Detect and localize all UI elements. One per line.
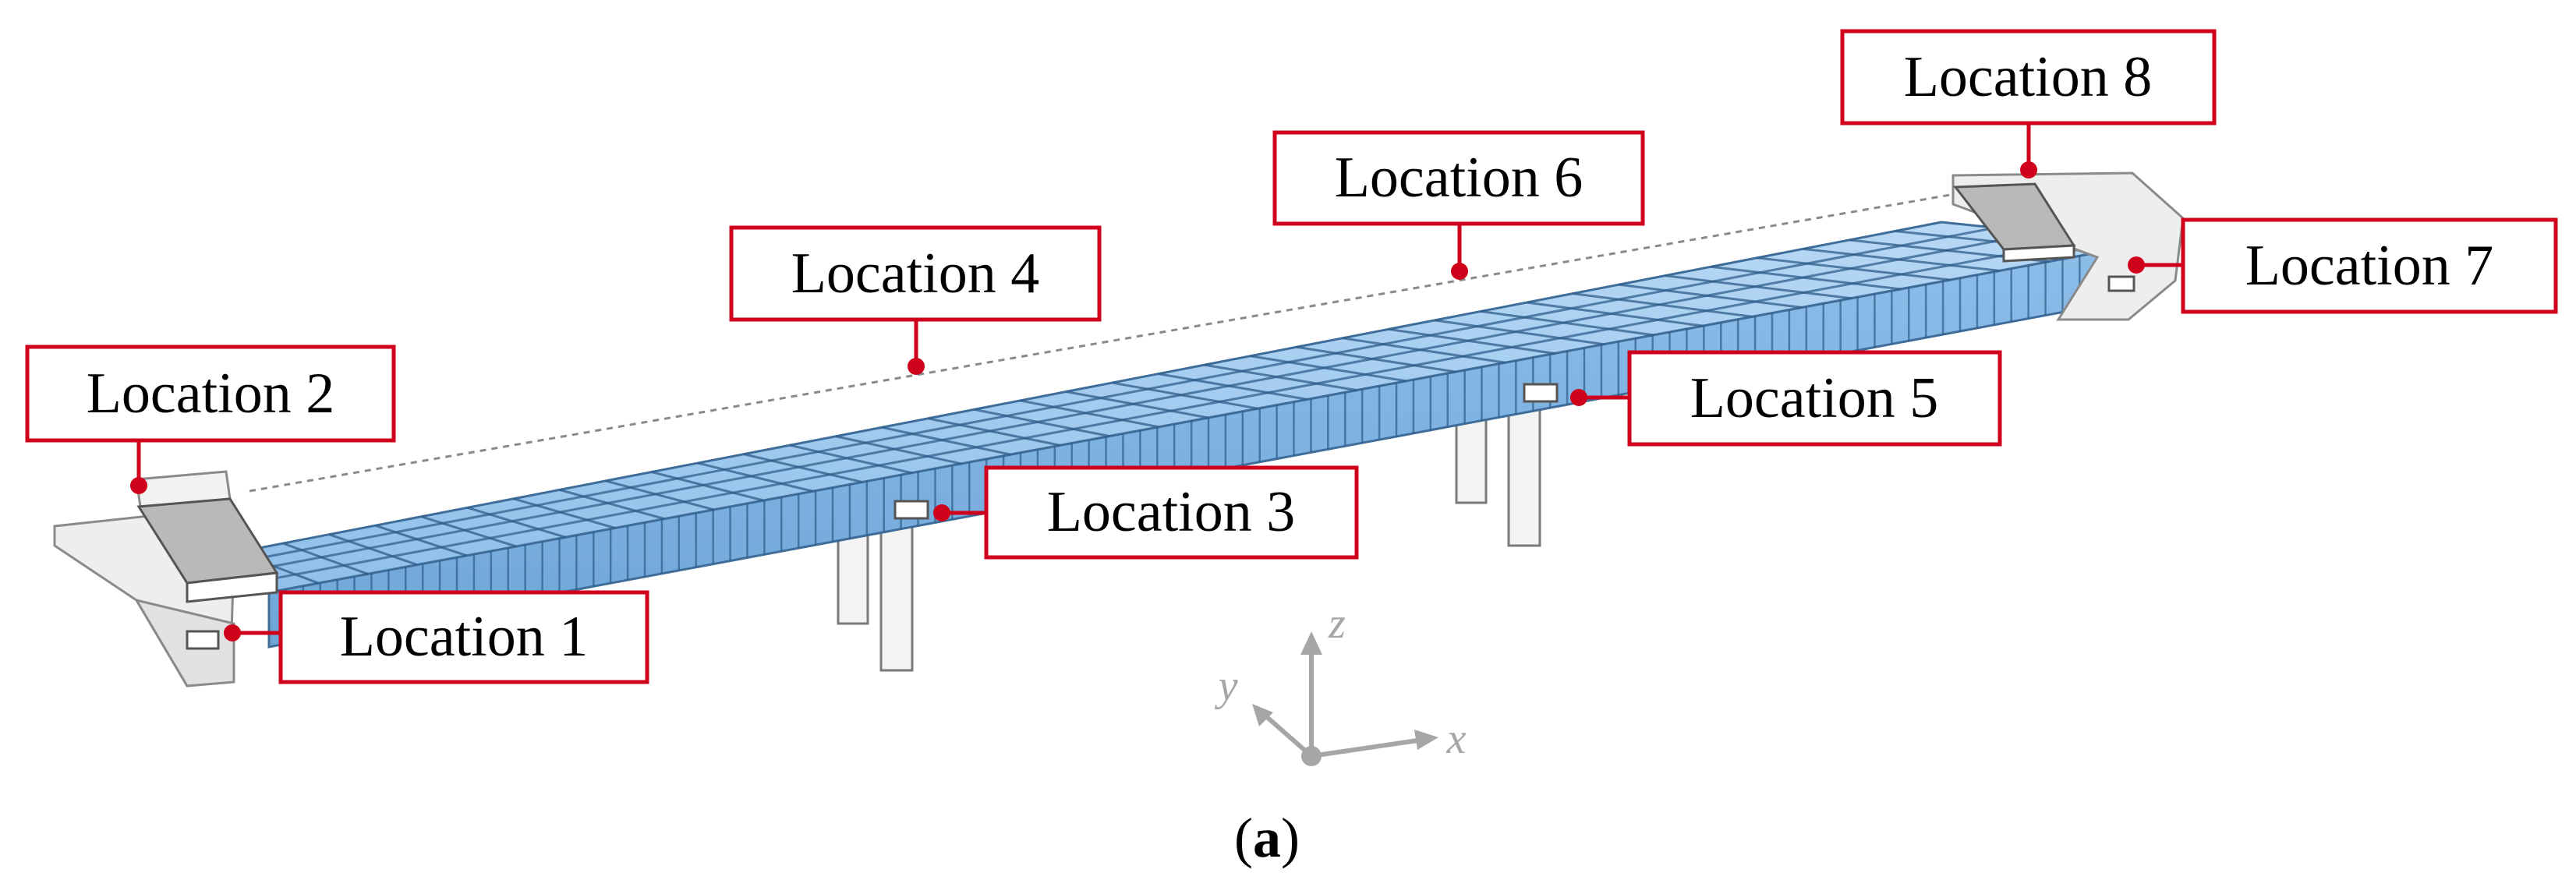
cross-frame [513, 497, 616, 529]
callout-location-6: Location 6 [1272, 130, 1645, 280]
bridge-model [53, 171, 2185, 687]
caption-close-paren: ) [1281, 807, 1300, 869]
cross-frame [1250, 355, 1407, 383]
caption-letter: a [1253, 807, 1281, 869]
axis-label-y: y [1215, 662, 1238, 710]
cross-frame [1757, 256, 1951, 281]
callout-location-4: Location 4 [729, 225, 1102, 375]
label-location-1: Location 1 [340, 605, 589, 669]
cross-frame [974, 408, 1110, 438]
cross-frame [1619, 283, 1803, 309]
cross-frame [1066, 391, 1209, 419]
callout-location-7: Location 7 [2128, 217, 2558, 314]
callouts: Location 1 Location 2 Location 3 Locatio… [25, 29, 2558, 684]
cross-frame [927, 417, 1061, 447]
cross-frame [1711, 265, 1902, 291]
cross-frame [374, 524, 468, 557]
callout-location-8: Location 8 [1840, 29, 2217, 178]
axis-label-z: z [1328, 599, 1346, 648]
callout-location-1: Location 1 [224, 590, 649, 684]
label-location-7: Location 7 [2245, 234, 2494, 298]
cross-frame [1573, 292, 1753, 318]
cross-frame [1434, 319, 1605, 346]
callout-location-2: Location 2 [25, 345, 396, 494]
cross-frame [1527, 301, 1704, 327]
cross-frame [881, 426, 1011, 456]
cross-frame [1665, 274, 1852, 300]
coordinate-axes: z x y [1215, 599, 1467, 766]
abutment-left [53, 470, 279, 687]
label-location-3: Location 3 [1047, 480, 1296, 544]
cross-frame [328, 533, 418, 567]
bearing-pier-right [1523, 383, 1559, 403]
label-location-2: Location 2 [87, 362, 335, 426]
cross-frame [559, 488, 665, 521]
figure-caption: (a) [1234, 807, 1300, 869]
label-location-6: Location 6 [1335, 146, 1583, 210]
bearing-pier-left [893, 500, 929, 520]
cross-frame [835, 435, 962, 465]
cross-frame [282, 542, 369, 575]
caption-open-paren: ( [1234, 807, 1253, 869]
cross-frame [420, 515, 517, 548]
cross-frame [605, 479, 715, 511]
cross-frame [1803, 247, 2000, 272]
label-location-5: Location 5 [1690, 366, 1939, 430]
cross-frame [1481, 309, 1654, 337]
label-location-4: Location 4 [791, 242, 1040, 306]
cross-frame [651, 471, 764, 502]
label-location-8: Location 8 [1904, 45, 2153, 109]
cross-frame [697, 461, 813, 493]
cross-frame [1296, 345, 1456, 373]
cross-frame [1342, 337, 1506, 364]
callout-location-3: Location 3 [933, 465, 1359, 560]
cross-frame [1112, 381, 1258, 410]
cross-frame [467, 506, 566, 539]
cross-frame [1388, 327, 1555, 355]
cross-frame [1020, 399, 1159, 429]
cross-frame [789, 444, 912, 475]
cross-frame [743, 453, 863, 483]
axis-label-x: x [1446, 715, 1467, 763]
callout-location-5: Location 5 [1570, 350, 2002, 447]
abutment-right [1951, 171, 2185, 321]
cross-frame [1204, 363, 1357, 392]
cross-frame [1158, 373, 1308, 401]
